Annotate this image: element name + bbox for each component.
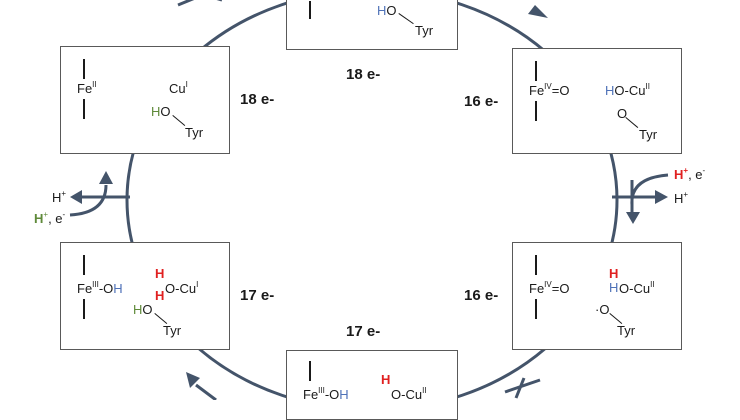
cu-oxidation: II [645,82,650,91]
arrow-bottom-left-bar [195,383,217,400]
cu-atom: -Cu [401,387,423,402]
o-atom: O [619,281,630,296]
fe-oxidation: III [92,280,99,289]
fe-axis-top [83,255,85,275]
o-atom-tyr: O [617,106,628,121]
state-upper-left: FeII CuI HO Tyr [60,46,230,154]
tyr-label: Tyr [163,323,182,338]
fe-axis-bottom [535,101,537,121]
bond [625,117,639,129]
h-atom-red: H [381,372,391,387]
o-atom: O [386,3,397,18]
arrow-top-left [177,0,222,7]
tyr-label: Tyr [415,23,434,38]
proton-electron-in-right: H+, e- [674,166,706,182]
hydroxo-h: H [339,387,349,402]
cu-atom: Cu [169,81,186,96]
electron-count-upper-left: 18 e- [240,91,275,108]
fe-oxidation: IV [544,280,552,289]
hydroxo-o: -O [324,387,340,402]
fe-axis-top [309,361,311,381]
cu-oxidation: I [196,280,199,289]
arrow-bottom-right-stem [504,378,541,394]
fe-atom: Fe [77,281,93,296]
fe-axis-top [535,255,537,275]
fe-atom: Fe [303,387,319,402]
arrow-right-in-curve [630,173,669,206]
proton-out-right: H+ [674,190,689,206]
fe-oxidation: III [318,386,325,395]
o-atom-tyr: O [142,302,153,317]
h-atom: H [605,83,615,98]
fe-atom: Fe [529,281,545,296]
tyr-label: Tyr [185,125,204,140]
state-upper-right: FeIV=O HO-CuII O Tyr [512,48,682,154]
cu-oxidation: II [422,386,427,395]
h-atom: H [151,104,161,119]
fe-atom: Fe [529,83,545,98]
arrowhead-bottom-left [186,372,200,388]
fe-axis-top [535,61,537,81]
hydroxo-o: -O [98,281,114,296]
state-lower-right: FeIV=O H H O-CuII ·O Tyr [512,242,682,350]
electron-count-bottom: 17 e- [346,323,381,340]
arrowhead-left-in [99,171,113,184]
o-atom: O [614,83,625,98]
fe-axis-bottom [535,299,537,319]
arrow-left-in-curve [69,184,108,217]
state-bottom: FeIII-OH H O-CuII [286,350,458,420]
tyr-label: Tyr [639,127,658,142]
cu-atom: -Cu [175,281,197,296]
reaction-cycle [69,0,669,400]
o-atom: O [165,281,176,296]
fe-axis-bottom [83,299,85,319]
h-atom-red-1: H [155,266,165,281]
electron-count-lower-left: 17 e- [240,287,275,304]
cu-oxidation: II [650,280,655,289]
h-atom-blue: H [609,280,619,295]
oxo-ligand: =O [551,83,570,98]
arrowhead-top-right [528,5,548,18]
o-atom: O [160,104,171,119]
electron-count-lower-right: 16 e- [464,287,499,304]
fe-oxidation: IV [544,82,552,91]
tyr-radical: ·O [595,302,610,317]
arrowhead-right-out [655,190,668,204]
cu-atom: -Cu [629,281,651,296]
cu-oxidation: I [185,80,188,89]
cu-atom: -Cu [624,83,646,98]
fe-oxidation: II [92,80,97,89]
state-top: HO Tyr [286,0,458,50]
arrowhead-right-in [626,212,640,224]
h-atom: H [377,3,387,18]
fe-axis-top [83,59,85,79]
bond [398,13,414,25]
proton-out-left: H+ [52,189,67,205]
electron-count-upper-right: 16 e- [464,93,499,110]
o-atom: O [391,387,402,402]
electron-count-top: 18 e- [346,66,381,83]
h-atom-green: H [133,302,143,317]
arrowhead-left-out [70,190,82,204]
h-atom-red: H [609,266,619,281]
fe-axis [309,1,311,19]
state-lower-left: FeIII-OH H H O-CuI HO Tyr [60,242,230,350]
proton-electron-in-left: H+, e- [34,210,66,226]
hydroxo-h: H [113,281,123,296]
fe-axis-bottom [83,99,85,119]
fe-atom: Fe [77,81,93,96]
tyr-label: Tyr [617,323,636,338]
h-atom-red-2: H [155,288,165,303]
cycle-ring [125,0,619,400]
oxo-ligand: =O [551,281,570,296]
bond [172,115,186,127]
